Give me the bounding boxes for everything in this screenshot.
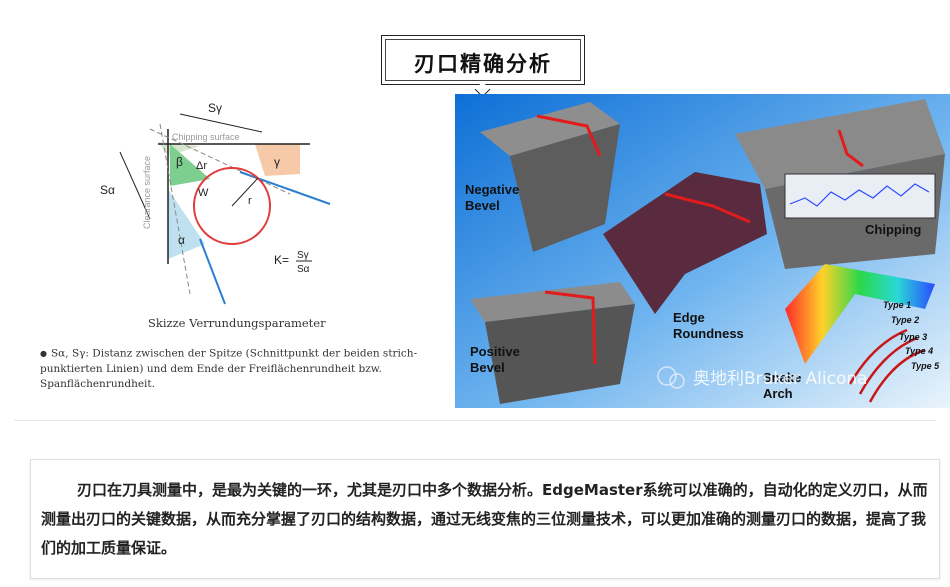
delta-label: Δr: [196, 160, 207, 172]
description-text: 刃口在刀具测量中，是最为关键的一环，尤其是刃口中多个数据分析。EdgeMaste…: [41, 481, 928, 557]
type-label-1: Type 1: [883, 300, 911, 310]
negative-bevel-top: [480, 102, 620, 156]
alpha-region: [168, 189, 205, 259]
positive-bevel-face: [485, 304, 635, 404]
chipping-surface-label: Chipping surface: [172, 132, 240, 142]
gamma-region: [255, 144, 300, 176]
w-label: W: [198, 187, 209, 199]
watermark-text: 奥地利Bruker Alicona: [693, 369, 868, 389]
bullet-dot: ●: [40, 349, 47, 358]
description-card: 刃口在刀具测量中，是最为关键的一环，尤其是刃口中多个数据分析。EdgeMaste…: [30, 459, 940, 579]
chipping-top: [735, 99, 945, 189]
positive-bevel-top: [470, 282, 635, 322]
s-alpha-dimension: [119, 151, 151, 220]
negative-bevel-profile: [536, 114, 602, 157]
negative-bevel-label-1: Negative: [465, 182, 519, 197]
arch-type-curve-1: [848, 328, 908, 385]
edge-roundness-label-1: Edge: [673, 310, 705, 325]
r-label: r: [248, 195, 252, 207]
arch-label-2: Arch: [763, 386, 793, 401]
arch-type-curve-2: [858, 336, 918, 395]
title-box: 刃口精确分析: [381, 35, 585, 85]
beta-label: β: [176, 155, 183, 169]
type-label-4: Type 4: [905, 346, 933, 356]
dash-line-b: [159, 123, 191, 295]
divider: [14, 420, 936, 421]
k-label: K=: [274, 253, 289, 267]
negative-bevel-face: [510, 124, 620, 252]
radius-line: [231, 177, 259, 207]
flank-extension-line: [199, 238, 226, 305]
wechat-icon: [657, 366, 677, 386]
diagram-figure: Sγ Sα Chipping surface Clearance surface…: [100, 101, 331, 305]
k-denominator: Sα: [297, 264, 310, 275]
rounding-circle: [193, 167, 271, 245]
chipping-chart-inset: [784, 173, 936, 219]
k-numerator: Sγ: [297, 250, 309, 261]
edge-roundness-label-2: Roundness: [673, 326, 744, 341]
arch-surface: [785, 264, 935, 364]
arch-label-1: Snake: [763, 370, 801, 385]
showcase-image: Negative Bevel Positive Bevel Edge Round…: [455, 94, 950, 408]
edge-roundness-body: [603, 172, 767, 314]
chipping-label: Chipping: [865, 222, 921, 237]
negative-bevel-label-2: Bevel: [465, 198, 500, 213]
positive-bevel-label-1: Positive: [470, 344, 520, 359]
arch-type-curve-3: [868, 348, 926, 403]
page-title: 刃口精确分析: [414, 52, 552, 76]
type-label-5: Type 5: [911, 361, 940, 371]
chipping-profile-trace: [789, 183, 930, 207]
positive-bevel-label-2: Bevel: [470, 360, 505, 375]
edge-roundness-profile: [664, 192, 751, 224]
type-label-3: Type 3: [899, 332, 927, 342]
s-gamma-dimension: [179, 113, 263, 133]
diagram-caption: Skizze Verrundungsparameter: [148, 316, 326, 330]
diagram-bullet: ●Sα, Sγ: Distanz zwischen der Spitze (Sc…: [40, 346, 440, 392]
rake-extension-line: [239, 171, 331, 205]
chipping-section-line: [837, 129, 864, 168]
bullet-text: Sα, Sγ: Distanz zwischen der Spitze (Sch…: [40, 347, 418, 390]
edge-geometry-showcase: Negative Bevel Positive Bevel Edge Round…: [455, 94, 950, 408]
s-gamma-label: Sγ: [208, 101, 222, 115]
clearance-surface-label: Clearance surface: [142, 156, 152, 229]
type-label-2: Type 2: [891, 315, 919, 325]
positive-bevel-profile: [544, 290, 597, 365]
alpha-label: α: [178, 233, 185, 247]
gamma-label: γ: [274, 155, 280, 169]
s-alpha-label: Sα: [100, 183, 115, 197]
edge-rounding-diagram: Sγ Sα Chipping surface Clearance surface…: [0, 94, 450, 406]
beta-region: [170, 144, 210, 186]
dash-line-a: [149, 128, 291, 195]
